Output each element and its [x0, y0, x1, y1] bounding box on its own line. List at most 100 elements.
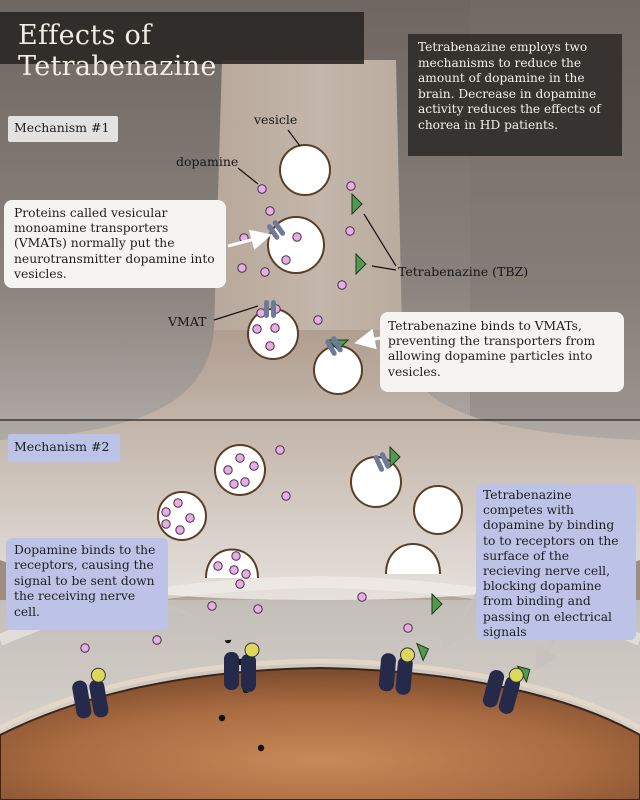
vmat-transporter	[266, 220, 286, 240]
bound-dopamine	[244, 642, 260, 658]
dopamine-molecule	[161, 519, 171, 529]
vmat-transport-note: Proteins called vesicular monoamine tran…	[4, 200, 226, 288]
vesicle-label: vesicle	[254, 112, 298, 127]
vmat-subunit	[272, 220, 286, 236]
vmat-transporter	[325, 336, 343, 356]
dopamine-molecule	[241, 569, 251, 579]
tbz-note-arrow	[354, 328, 381, 350]
tbz-pointer-2	[371, 265, 397, 271]
signal-particle	[224, 636, 232, 644]
receptor	[224, 642, 260, 692]
tbz-molecule-bound-vmat	[389, 445, 401, 469]
receptor-subunit	[72, 680, 92, 719]
vmat-label: VMAT	[168, 314, 207, 329]
dopamine-molecule	[253, 604, 263, 614]
dopamine-molecule	[161, 507, 171, 517]
intro-text: Tetrabenazine employs two mechanisms to …	[408, 34, 622, 156]
dopamine-note-arrow	[167, 604, 250, 641]
dopamine-molecule	[213, 561, 223, 571]
receptor-binding-site	[508, 667, 524, 683]
vmat-note-arrow	[227, 229, 272, 250]
dopamine-molecule	[152, 635, 162, 645]
tbz-molecule	[351, 192, 363, 216]
tbz-pointer-1	[363, 213, 397, 267]
dopamine-molecule	[270, 323, 280, 333]
dopamine-molecule	[80, 643, 90, 653]
vesicle-pointer	[287, 129, 301, 147]
dopamine-pointer	[237, 167, 259, 185]
dopamine-molecule	[185, 513, 195, 523]
tetrabenazine-label: Tetrabenazine (TBZ)	[398, 264, 529, 279]
dopamine-molecule	[249, 461, 259, 471]
dopamine-molecule	[240, 477, 250, 487]
dopamine-molecule	[235, 453, 245, 463]
dopamine-binds-note: Dopamine binds to the receptors, causing…	[6, 538, 168, 630]
tbz2-note-arrow-1	[442, 591, 480, 650]
receptor	[482, 667, 524, 714]
dopamine-molecule	[265, 341, 275, 351]
vesicle	[350, 456, 402, 508]
signal-particle	[218, 714, 226, 722]
receptor	[72, 667, 109, 719]
dopamine-molecule	[313, 315, 323, 325]
vesicle	[313, 345, 363, 395]
vmat-subunit	[373, 455, 385, 472]
dopamine-molecule	[252, 324, 262, 334]
dopamine-molecule	[173, 498, 183, 508]
vmat-subunit	[331, 336, 343, 353]
vmat-subunit	[325, 339, 337, 356]
vesicle	[157, 491, 207, 541]
vmat-transporter	[264, 300, 276, 318]
vesicle	[214, 444, 266, 496]
dopamine-label: dopamine	[176, 154, 239, 169]
receptor-subunit	[89, 679, 109, 718]
vmat-transporter	[373, 452, 391, 472]
tbz-molecule	[431, 592, 443, 616]
dopamine-molecule	[403, 623, 413, 633]
bound-dopamine	[90, 667, 106, 683]
dopamine-molecule	[256, 308, 266, 318]
dopamine-molecule	[345, 226, 355, 236]
receptor	[378, 647, 416, 695]
mechanism-2-label: Mechanism #2	[8, 434, 120, 462]
receptor-subunit	[482, 670, 505, 708]
dopamine-molecule	[281, 255, 291, 265]
dopamine-molecule	[229, 565, 239, 575]
receptor-subunit	[395, 656, 413, 695]
dopamine-molecule	[207, 601, 217, 611]
dopamine-molecule	[265, 206, 275, 216]
dopamine-molecule	[337, 280, 347, 290]
tbz-binds-vmat-note: Tetrabenazine binds to VMATs, preventing…	[380, 312, 624, 392]
fusing-vesicle	[385, 543, 441, 575]
vmat-subunit	[264, 300, 269, 318]
receptor-subunit	[241, 654, 256, 692]
tbz2-note-arrow-2	[534, 639, 558, 672]
vesicle	[413, 485, 463, 535]
dopamine-molecule	[229, 479, 239, 489]
dopamine-molecule	[231, 551, 241, 561]
tbz-competes-note: Tetrabenazine competes with dopamine by …	[476, 484, 636, 640]
dopamine-molecule	[357, 592, 367, 602]
dopamine-molecule	[223, 465, 233, 475]
mechanism-1-label: Mechanism #1	[8, 116, 118, 142]
signal-particle	[257, 744, 265, 752]
dopamine-molecule	[257, 184, 267, 194]
receptor-subunit	[224, 652, 239, 690]
vesicle	[279, 144, 331, 196]
vmat-subunit	[379, 452, 391, 469]
dopamine-molecule	[175, 525, 185, 535]
page-title: Effects of Tetrabenazine	[0, 12, 364, 82]
receptor-binding-site	[400, 647, 416, 663]
vmat-subunit	[266, 224, 280, 240]
dopamine-molecule	[275, 445, 285, 455]
vmat-subunit	[271, 300, 276, 318]
dopamine-molecule	[235, 579, 245, 589]
dopamine-molecule	[260, 267, 270, 277]
dopamine-molecule	[346, 181, 356, 191]
dopamine-molecule	[292, 232, 302, 242]
receptor-subunit	[378, 653, 396, 692]
tbz-molecule	[355, 252, 367, 276]
dopamine-molecule	[237, 263, 247, 273]
dopamine-molecule	[281, 491, 291, 501]
receptor-subunit	[498, 676, 521, 714]
